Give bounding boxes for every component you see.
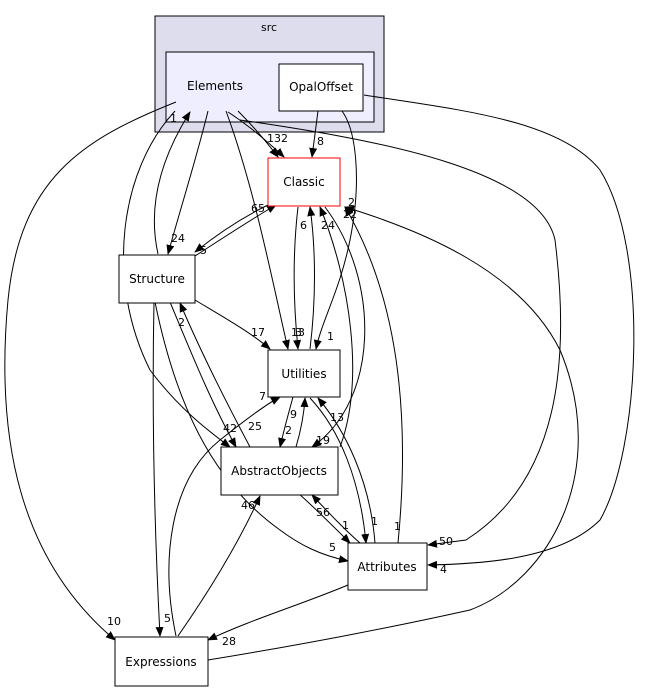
label-classic-structure: 5 bbox=[200, 244, 207, 257]
edge-attributes-expressions[interactable] bbox=[207, 584, 349, 641]
edge-opaloffset-attributes[interactable] bbox=[363, 94, 635, 569]
node-attributes-box bbox=[347, 542, 428, 591]
label-attributes-abstractobjects: 56 bbox=[316, 506, 330, 519]
label-elements-abstractobjects: 25 bbox=[248, 420, 262, 433]
cluster-elements-label: Elements bbox=[187, 79, 243, 93]
node-abstractobjects[interactable]: AbstractObjects bbox=[220, 446, 339, 496]
label-abstractobjects-structure: 2 bbox=[178, 316, 185, 329]
node-structure[interactable]: Structure bbox=[118, 254, 196, 304]
node-classic-label: Classic bbox=[283, 175, 325, 189]
edge-structure-elements[interactable] bbox=[153, 111, 191, 255]
node-structure-box bbox=[118, 254, 196, 304]
edge-attributes-abstractobjects[interactable] bbox=[311, 494, 361, 544]
edges bbox=[4, 94, 635, 661]
edge-attributes-classic[interactable] bbox=[344, 206, 403, 544]
label-opaloffset-utilities: 1 bbox=[327, 330, 334, 343]
edge-opaloffset-classic[interactable] bbox=[309, 110, 319, 158]
edge-elements-utilities[interactable] bbox=[225, 110, 290, 350]
edge-elements-attributes[interactable] bbox=[239, 119, 562, 548]
node-abstractobjects-box bbox=[220, 446, 339, 496]
node-opaloffset-box bbox=[278, 63, 364, 112]
label-abstractobjects-attributes: 1 bbox=[342, 519, 349, 532]
edge-expressions-abstractobjects[interactable] bbox=[177, 495, 261, 637]
edge-expressions-utilities[interactable] bbox=[168, 396, 281, 637]
label-elements-classic: 132 bbox=[267, 132, 288, 145]
edge-structure-utilities[interactable] bbox=[194, 299, 271, 350]
edge-utilities-classic[interactable] bbox=[307, 206, 316, 350]
label-structure-abstractobjects: 42 bbox=[223, 422, 237, 435]
node-attributes[interactable]: Attributes bbox=[347, 542, 428, 591]
node-structure-label: Structure bbox=[129, 272, 185, 286]
edge-classic-abstractobjects[interactable] bbox=[311, 206, 366, 448]
edge-abstractobjects-classic[interactable] bbox=[319, 206, 354, 448]
node-classic[interactable]: Classic bbox=[267, 157, 341, 207]
edge-structure-expressions[interactable] bbox=[152, 301, 164, 637]
label-classic-utilities: 6 bbox=[300, 219, 307, 232]
node-expressions[interactable]: Expressions bbox=[114, 636, 209, 687]
edge-abstractobjects-attributes[interactable] bbox=[297, 492, 351, 544]
edge-attributes-utilities[interactable] bbox=[317, 397, 376, 544]
cluster-src-label: src bbox=[261, 21, 277, 34]
edge-elements-structure[interactable] bbox=[166, 110, 209, 255]
label-expressions-abstractobjects: 46 bbox=[241, 499, 255, 512]
node-opaloffset-label: OpalOffset bbox=[289, 80, 353, 94]
node-abstractobjects-label: AbstractObjects bbox=[231, 464, 327, 478]
node-expressions-box bbox=[114, 636, 209, 687]
label-abstractobjects-classic: 22 bbox=[343, 208, 357, 221]
label-attributes-classic: 1 bbox=[394, 520, 401, 533]
label-elements-structure: 24 bbox=[171, 232, 185, 245]
label-expressions-utilities: 7 bbox=[259, 390, 266, 403]
label-attributes-utilities: 13 bbox=[330, 411, 344, 424]
edge-opaloffset-utilities[interactable] bbox=[313, 110, 357, 350]
node-attributes-label: Attributes bbox=[357, 560, 416, 574]
label-expressions-classic: 2 bbox=[348, 196, 355, 209]
label-opaloffset-attributes: 4 bbox=[440, 563, 447, 576]
node-classic-box bbox=[267, 157, 341, 207]
label-structure-elements: 1 bbox=[170, 112, 177, 125]
label-utilities-classic: 24 bbox=[321, 219, 335, 232]
edge-structure-abstractobjects[interactable] bbox=[169, 301, 237, 448]
edge-labels: 132 8 24 65 5 1 13 1 6 24 17 3 22 42 2 2… bbox=[107, 112, 453, 648]
edge-classic-structure[interactable] bbox=[194, 203, 271, 253]
label-elements-expressions: 10 bbox=[107, 615, 121, 628]
edge-abstractobjects-utilities[interactable] bbox=[295, 397, 309, 448]
edge-elements-expressions[interactable] bbox=[4, 101, 177, 641]
label-abstractobjects-utilities: 9 bbox=[290, 408, 297, 421]
edge-abstractobjects-structure[interactable] bbox=[179, 302, 251, 448]
label-structure-attributes: 5 bbox=[329, 541, 336, 554]
label-utilities-attributes: 1 bbox=[371, 515, 378, 528]
node-utilities[interactable]: Utilities bbox=[267, 349, 341, 398]
label-structure-expressions: 5 bbox=[164, 612, 171, 625]
node-opaloffset[interactable]: OpalOffset bbox=[278, 63, 364, 112]
label-utilities-abstractobjects: 2 bbox=[285, 424, 292, 437]
label-opaloffset-classic: 8 bbox=[317, 135, 324, 148]
node-utilities-label: Utilities bbox=[281, 367, 326, 381]
edge-elements-abstractobjects[interactable] bbox=[123, 110, 231, 448]
edge-utilities-attributes[interactable] bbox=[309, 397, 370, 544]
edge-expressions-classic[interactable] bbox=[207, 205, 579, 661]
label-elements-utilities: 13 bbox=[291, 326, 305, 339]
edge-elements-classic-2[interactable] bbox=[227, 111, 285, 158]
label-structure-classic: 65 bbox=[251, 202, 265, 215]
edge-utilities-abstractobjects[interactable] bbox=[278, 396, 294, 448]
edge-classic-utilities[interactable] bbox=[293, 206, 302, 350]
label-attributes-expressions: 28 bbox=[222, 635, 236, 648]
label-utilities-structure: 3 bbox=[295, 326, 302, 339]
label-elements-attributes: 50 bbox=[439, 535, 453, 548]
label-classic-abstractobjects: 19 bbox=[316, 434, 330, 447]
node-expressions-label: Expressions bbox=[125, 655, 196, 669]
node-utilities-box bbox=[267, 349, 341, 398]
edge-structure-attributes[interactable] bbox=[154, 301, 349, 564]
label-structure-utilities: 17 bbox=[251, 326, 265, 339]
